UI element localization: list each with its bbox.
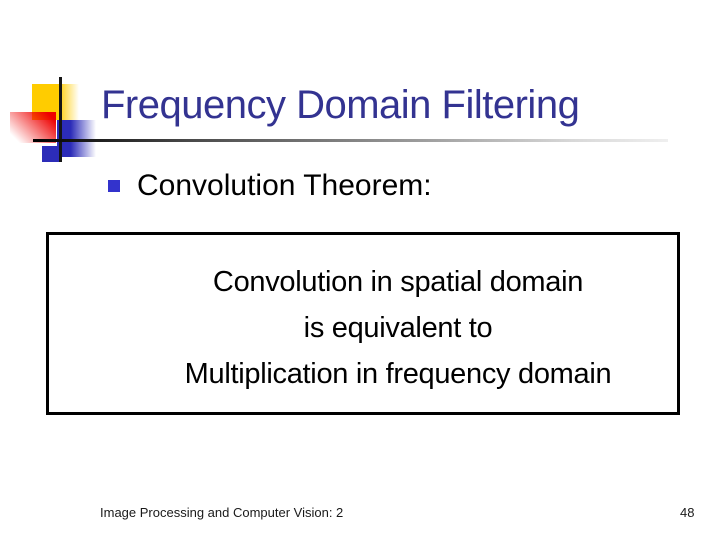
slide-title: Frequency Domain Filtering [101, 83, 580, 127]
theorem-text: Convolution in spatial domain is equival… [119, 259, 677, 397]
title-underline [33, 139, 668, 142]
bullet-label: Convolution Theorem: [137, 169, 432, 202]
bullet-square-icon [108, 180, 120, 192]
theorem-line-2: is equivalent to [303, 312, 493, 344]
decoration-blue-square [57, 120, 96, 157]
decoration-red-square [10, 112, 56, 143]
decoration-blue-small-square [42, 146, 62, 162]
decoration-vertical-line [59, 77, 62, 162]
theorem-box: Convolution in spatial domain is equival… [46, 232, 680, 415]
footer-course-label: Image Processing and Computer Vision: 2 [100, 505, 344, 520]
footer-page-number: 48 [680, 505, 695, 520]
theorem-line-1: Convolution in spatial domain [212, 266, 584, 298]
theorem-line-3: Multiplication in frequency domain [184, 358, 612, 390]
